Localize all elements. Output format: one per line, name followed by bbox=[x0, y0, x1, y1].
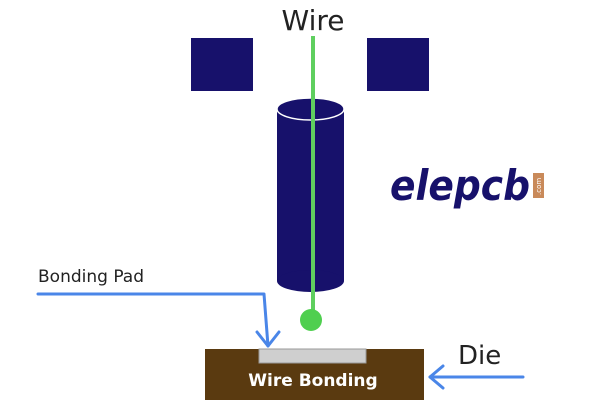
bonding-pad bbox=[258, 348, 367, 364]
bonding-pad-arrow bbox=[36, 292, 281, 348]
capillary-tool bbox=[276, 97, 345, 292]
wire-ball bbox=[300, 309, 322, 331]
wire-label: Wire bbox=[282, 4, 345, 37]
wire-bonding-label: Wire Bonding bbox=[248, 371, 377, 391]
logo-suffix: .com bbox=[535, 178, 543, 195]
elepcb-logo: elepcb .com bbox=[390, 161, 544, 210]
die-label: Die bbox=[458, 341, 501, 371]
logo-text: elepcb bbox=[390, 161, 530, 210]
die-arrow bbox=[428, 364, 525, 390]
bonding-pad-label: Bonding Pad bbox=[38, 267, 144, 287]
left-clamp-block bbox=[191, 38, 253, 91]
logo-tag bbox=[533, 173, 544, 198]
right-clamp-block bbox=[367, 38, 429, 91]
